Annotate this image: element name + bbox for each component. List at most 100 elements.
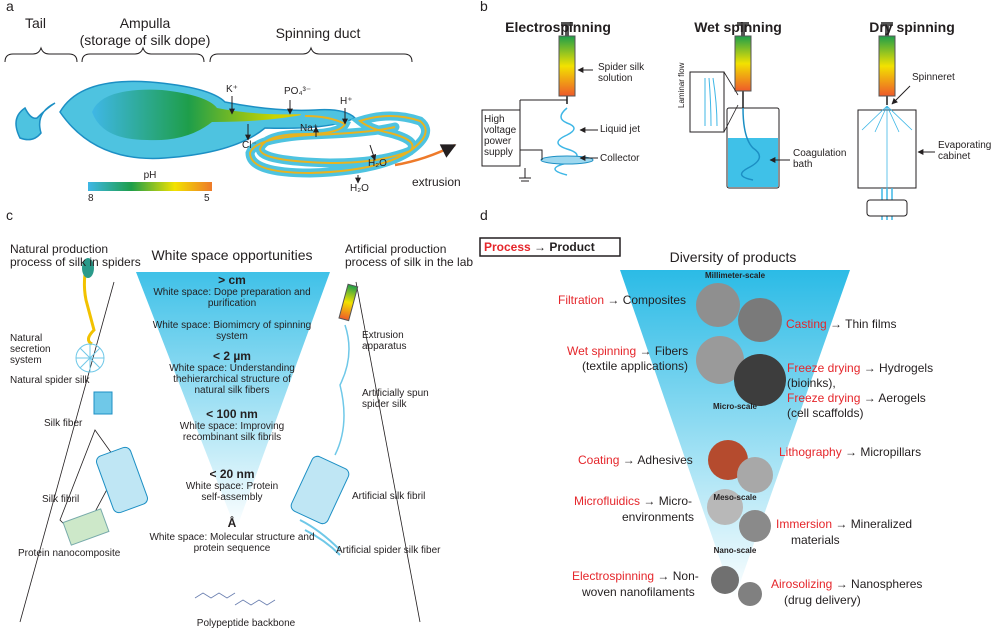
scale-millimeter: Millimeter-scale [704,271,766,280]
natural-spider-silk-label: Natural spider silk [10,375,90,386]
scale-1: > cm [218,273,246,287]
products-title: Diversity of products [669,249,797,265]
electro-jet: Liquid jet [600,124,641,135]
silk-fibril-icon [96,446,148,514]
tail-label: Tail [25,15,47,31]
spun-silk-icon [334,324,350,456]
white-space-4: White space: Improving recombinant silk … [179,421,285,443]
wet-laminar: Laminar flow [677,62,686,108]
item-airosolizing-extra: (drug delivery) [784,593,861,607]
item-microfluidics-extra: environments [622,510,695,524]
scale-6: Å [227,516,237,530]
electro-title: Electrospinning [505,19,611,35]
white-space-2: White space: Biomimcry of spinning syste… [152,320,312,342]
composites-image [696,283,740,327]
ampulla-sub-label: (storage of silk dope) [79,32,211,48]
item-electrospinning: Electrospinning → Non- [572,569,699,583]
electro-syringe [558,22,576,104]
extrusion-label: extrusion [412,175,461,189]
natural-process-title: Natural production process of silk in sp… [10,242,141,270]
thin-films-image [738,298,782,342]
dry-syringe [878,22,896,105]
extrusion-arrow [394,143,457,167]
item-electrospinning-extra: woven nanofilaments [582,585,695,599]
panel-letter-d: d [480,207,488,223]
hydrogels-image [734,354,786,406]
item-immersion: Immersion → Mineralized [776,517,913,531]
scale-micro: Micro-scale [712,402,758,411]
item-freeze-drying-1-extra: (bioinks), [787,376,836,390]
artificial-fibril-icon [290,455,350,525]
item-filtration: Filtration → Composites [558,293,687,307]
electro-power: High voltage power supply [484,114,517,158]
fibers-image [696,336,744,384]
protein-nanocomposite-label: Protein nanocomposite [18,548,121,559]
ion-h: H⁺ [340,96,353,107]
ion-cl: Cl⁻ [242,140,257,151]
white-space-title: White space opportunities [151,247,313,263]
scale-5: < 20 nm [209,467,255,481]
item-wet-spinning-extra: (textile applications) [582,359,689,373]
microenvironments-image [707,489,743,525]
products-funnel [620,270,850,600]
scale-nano: Nano-scale [713,546,757,555]
artificially-spun-label: Artificially spun spider silk [362,388,429,410]
ampulla-label: Ampulla [119,15,171,31]
ph-bar [88,182,212,191]
laminar-box [689,71,725,133]
secretion-system-icon [82,258,94,278]
tail-brace [4,46,78,63]
item-casting: Casting → Thin films [786,317,897,331]
artificial-fibril-label: Artificial silk fibril [352,491,426,502]
ampulla-inner [92,89,307,141]
polypeptide-label: Polypeptide backbone [196,618,296,629]
dry-cabinet: Evaporating cabinet [938,140,992,162]
white-space-1: White space: Dope preparation and purifi… [153,287,311,309]
silk-fibril-label: Silk fibril [42,494,80,505]
power-supply-box [481,109,521,167]
ph-label: pH [143,170,157,181]
nanospheres-image [738,582,762,606]
scale-4: < 100 nm [206,407,258,421]
ampulla-brace [81,46,205,63]
panel-d-graphics [479,237,850,606]
duct-label: Spinning duct [275,25,361,41]
white-space-5: White space: Protein self-assembly [185,481,279,503]
panel-a-graphics [4,46,457,191]
collector [540,155,594,165]
dry-title: Dry spinning [869,19,955,35]
panel-letter-a: a [6,0,14,14]
polypeptide-icon [194,592,276,606]
legend-text: Process → Product [484,240,595,254]
panel-letter-b: b [480,0,488,14]
duct-inner [248,115,427,175]
white-space-funnel [136,272,330,530]
legend-product: Product [549,240,595,254]
item-coating: Coating → Adhesives [578,453,693,467]
panel-letter-c: c [6,207,13,223]
scale-3: < 2 µm [213,349,251,363]
ph-max: 5 [204,193,210,204]
natural-secretion-label: Natural secretion system [10,333,51,366]
scale-meso: Meso-scale [713,493,757,502]
artificial-process-title: Artificial production process of silk in… [345,242,474,270]
duct-brace [209,46,413,63]
liquid-jet [554,107,578,176]
wet-bath: Coagulation bath [793,148,847,170]
silk-fiber-icon [93,391,113,415]
nanofilaments-image [711,566,739,594]
legend-arrow: → [534,240,547,254]
ion-h2o-2: H₂O [350,183,369,194]
electro-collector: Collector [600,153,640,164]
panel-c-graphics [19,258,421,623]
ion-po4: PO₄³⁻ [284,86,312,97]
electro-solution: Spider silk solution [598,62,645,84]
item-lithography: Lithography → Micropillars [779,445,922,459]
white-space-3: White space: Understanding thehierarchic… [169,363,295,396]
silk-fiber-label: Silk fiber [44,418,83,429]
ion-h2o-1: H₂O [368,158,387,169]
legend-process: Process [484,240,531,254]
item-freeze-drying-2: Freeze drying → Aerogels [787,391,926,405]
nanocomposite-icon [62,508,110,546]
item-immersion-extra: materials [791,533,840,547]
